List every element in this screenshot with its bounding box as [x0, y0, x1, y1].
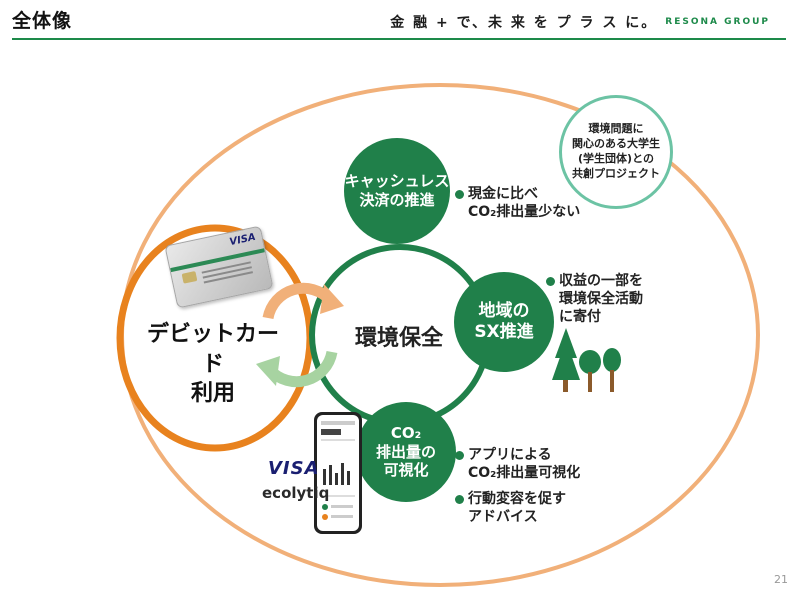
- cycle-arrowhead-orange: [320, 284, 344, 314]
- debit-label-line1: デビットカード: [146, 322, 279, 377]
- bullet-cashless-line2: CO₂排出量少ない: [468, 204, 581, 221]
- cycle-arrow-orange: [262, 282, 335, 320]
- student-line3: (学生団体)との: [578, 152, 654, 165]
- bullet-behavior-line2: アドバイス: [468, 509, 538, 526]
- student-line4: 共創プロジェクト: [572, 166, 660, 180]
- student-project-circle: 環境問題に 関心のある大学生 (学生団体)との 共創プロジェクト: [559, 95, 673, 209]
- card-chip-icon: [181, 271, 198, 284]
- node-co2-line3: 可視化: [383, 461, 429, 480]
- bullet-regional-line3: に寄付: [559, 309, 601, 326]
- debit-card-label: デビットカード 利用: [138, 320, 288, 409]
- page-number: 21: [774, 573, 788, 586]
- bullet-dot-icon: [455, 450, 464, 460]
- ecolytiq-logo: ecolytiq: [262, 484, 330, 502]
- card-visa-logo: VISA: [228, 231, 257, 249]
- header-divider: [12, 38, 786, 40]
- bullet-app-line1: アプリによる: [468, 447, 552, 463]
- node-regional-line1: 地域の: [478, 300, 530, 321]
- center-label: 環境保全: [355, 326, 444, 351]
- node-cashless: キャッシュレス 決済の推進: [344, 138, 450, 244]
- phone-screen: [317, 415, 359, 531]
- bullet-cashless-line1: 現金に比べ: [468, 186, 538, 202]
- bullet-regional: 収益の一部を 環境保全活動 に寄付: [546, 272, 643, 327]
- bullet-regional-line2: 環境保全活動: [559, 291, 643, 308]
- bullet-app-line2: CO₂排出量可視化: [468, 465, 581, 482]
- debit-label-line2: 利用: [190, 381, 235, 407]
- bullet-behavior-line1: 行動変容を促す: [468, 491, 566, 507]
- node-cashless-line1: キャッシュレス: [344, 172, 450, 191]
- tagline-text: 金 融 + で、未 来 を プ ラ ス に。: [390, 15, 658, 31]
- bullet-dot-icon: [455, 189, 464, 199]
- bullet-regional-line1: 収益の一部を: [559, 273, 643, 289]
- brand-tagline: 金 融 + で、未 来 を プ ラ ス に。 RESONA GROUP: [390, 12, 770, 32]
- bullet-behavior: 行動変容を促す アドバイス: [455, 490, 566, 526]
- cycle-arrow-green: [265, 350, 338, 388]
- node-co2-visualization: CO₂ 排出量の 可視化: [356, 402, 456, 502]
- tree-icons: [552, 328, 621, 392]
- node-co2-line2: 排出量の: [375, 442, 436, 461]
- bullet-dot-icon: [455, 494, 464, 504]
- brand-group-name: RESONA GROUP: [665, 17, 770, 27]
- node-cashless-line2: 決済の推進: [359, 191, 435, 209]
- visa-logo: VISA: [268, 458, 320, 479]
- node-regional-sx: 地域の SX推進: [454, 272, 554, 372]
- phone-app-graphic: [321, 421, 355, 520]
- smartphone-app-image: [314, 412, 362, 534]
- bullet-app: アプリによる CO₂排出量可視化: [455, 446, 580, 482]
- student-line1: 環境問題に: [588, 122, 644, 136]
- page-title: 全体像: [12, 10, 73, 32]
- bullet-dot-icon: [546, 276, 555, 286]
- student-line2: 関心のある大学生: [572, 137, 660, 151]
- node-regional-line2: SX推進: [474, 322, 534, 342]
- cycle-arrowhead-green: [256, 356, 280, 386]
- node-co2-line1: CO₂: [390, 423, 422, 442]
- bullet-cashless: 現金に比べ CO₂排出量少ない: [455, 185, 580, 221]
